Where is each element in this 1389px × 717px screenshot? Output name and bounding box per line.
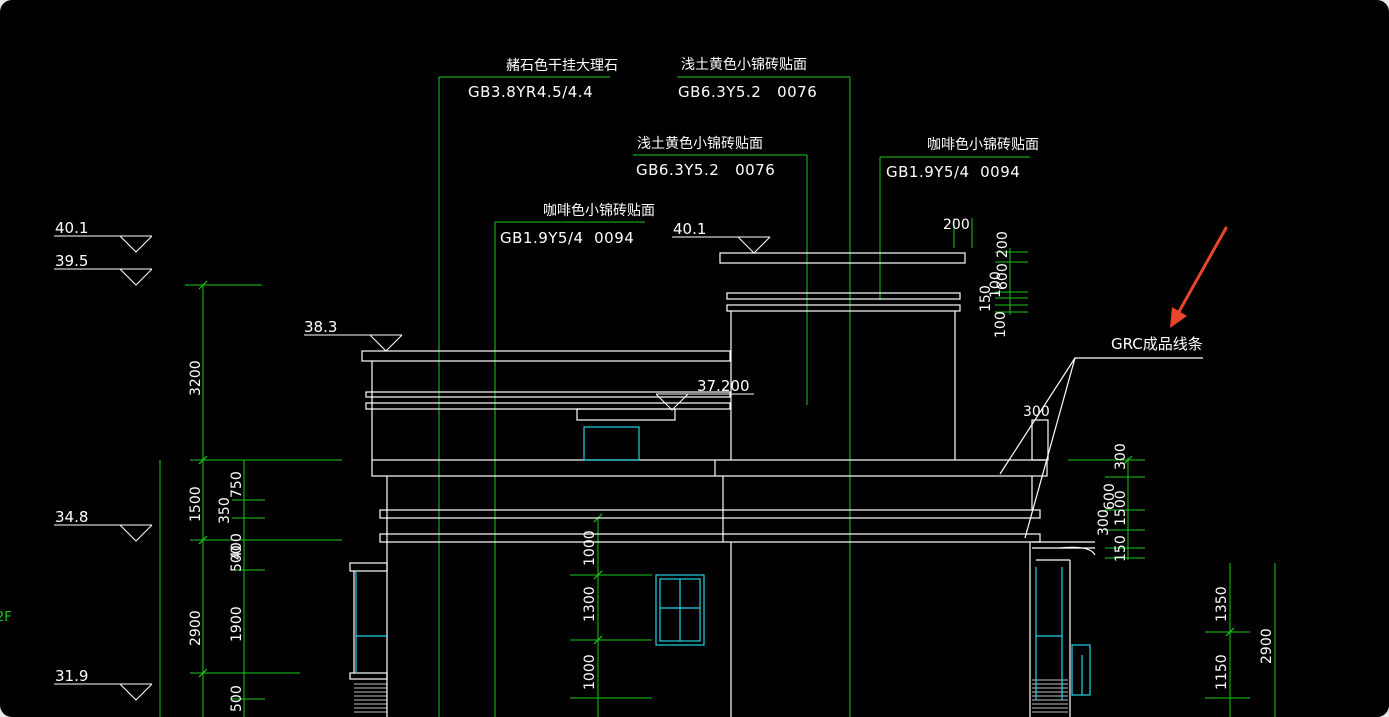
dimension-text: 100 bbox=[993, 311, 1009, 338]
grc-label: GRC成品线条 bbox=[1111, 335, 1203, 353]
dimension-text: 600 bbox=[995, 263, 1011, 290]
dimension-text: 150 bbox=[1113, 535, 1129, 562]
callout-material: 咖啡色小锦砖贴面 bbox=[543, 202, 655, 219]
dimension-ticks bbox=[198, 280, 1235, 678]
dimension-text: 2900 bbox=[188, 610, 204, 646]
dimension-text: 1500 bbox=[1113, 490, 1129, 526]
callout-code: GB1.9Y5/4 0094 bbox=[886, 163, 1020, 181]
level-label: 31.9 bbox=[55, 667, 88, 685]
callout-code: GB3.8YR4.5/4.4 bbox=[468, 83, 593, 101]
dimension-text: 3200 bbox=[188, 360, 204, 396]
dimension-text: 750 bbox=[229, 471, 245, 498]
level-label: 34.8 bbox=[55, 508, 88, 526]
dimension-text: 300 bbox=[1113, 443, 1129, 470]
dimension-text: 2900 bbox=[1259, 628, 1275, 664]
dimension-text: 1300 bbox=[582, 586, 598, 622]
level-markers bbox=[54, 235, 771, 701]
dimension-text: 300 bbox=[1023, 404, 1050, 420]
dimension-text: 1000 bbox=[582, 530, 598, 566]
dimension-text: 500 bbox=[229, 545, 245, 572]
dimension-text: 150 bbox=[978, 285, 994, 312]
dimension-text: 1500 bbox=[188, 486, 204, 522]
dimension-text: 300 bbox=[1096, 509, 1112, 536]
dimension-text: 350 bbox=[217, 497, 233, 524]
building-outline bbox=[349, 252, 1203, 717]
floor-label: 2F bbox=[0, 610, 12, 625]
dimension-text: 600 bbox=[1102, 483, 1118, 510]
dimension-text: 200 bbox=[943, 217, 970, 233]
dimension-text: 200 bbox=[995, 231, 1011, 258]
callout-code: GB1.9Y5/4 0094 bbox=[500, 229, 634, 247]
annotation-arrow bbox=[1170, 226, 1228, 328]
dimension-text: 1000 bbox=[582, 654, 598, 690]
windows bbox=[355, 426, 1091, 700]
dimension-text: 500 bbox=[229, 685, 245, 712]
level-label: 38.3 bbox=[304, 318, 337, 336]
stair-hatch bbox=[354, 679, 1068, 713]
dimension-text: 1150 bbox=[1214, 654, 1230, 690]
callout-code: GB6.3Y5.2 0076 bbox=[636, 161, 775, 179]
level-label: 40.1 bbox=[55, 219, 88, 237]
dimension-text: 1350 bbox=[1214, 586, 1230, 622]
level-label: 39.5 bbox=[55, 252, 88, 270]
dimension-text: 100 bbox=[988, 271, 1004, 298]
level-label: 37.200 bbox=[697, 377, 750, 395]
dimension-text: 400 bbox=[229, 533, 245, 560]
callout-material: 赭石色干挂大理石 bbox=[506, 57, 618, 74]
callout-material: 浅土黄色小锦砖贴面 bbox=[637, 135, 763, 152]
callout-code: GB6.3Y5.2 0076 bbox=[678, 83, 817, 101]
level-label: 40.1 bbox=[673, 220, 706, 238]
callout-material: 浅土黄色小锦砖贴面 bbox=[681, 56, 807, 73]
callout-material: 咖啡色小锦砖贴面 bbox=[927, 136, 1039, 153]
dimension-text: 1900 bbox=[229, 606, 245, 642]
